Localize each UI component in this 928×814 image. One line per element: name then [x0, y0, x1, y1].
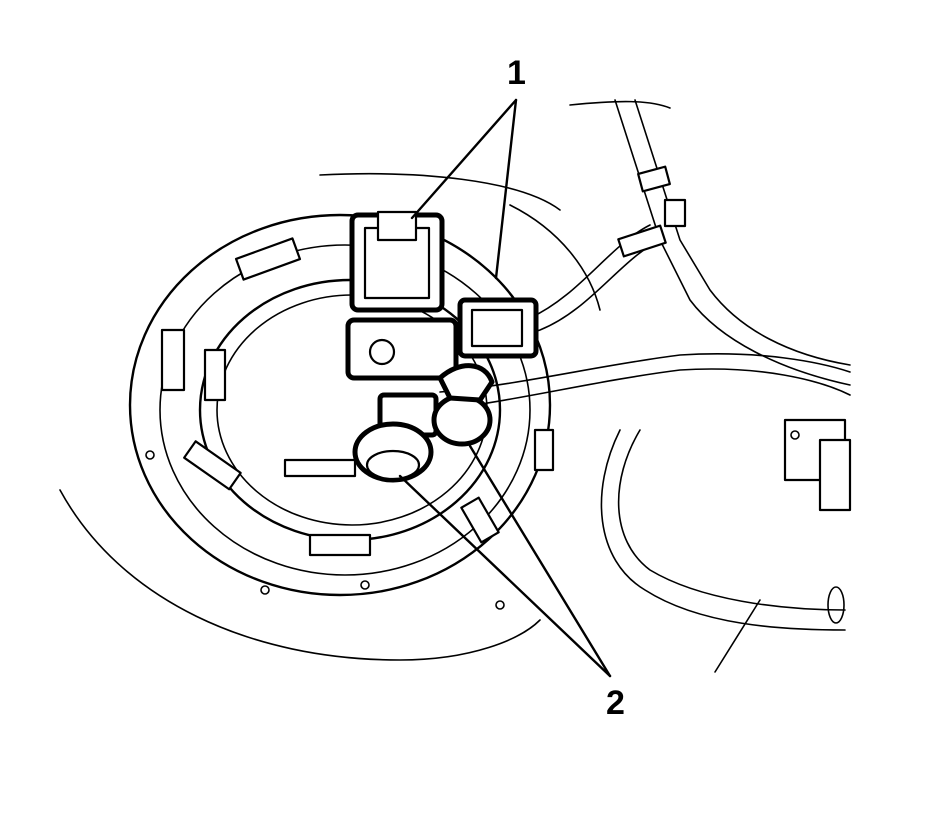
callout-label-1: 1: [507, 54, 526, 92]
leader-lines: [398, 98, 612, 678]
callout-label-2: 2: [606, 684, 625, 722]
fuel-tank-outline: [59, 100, 671, 661]
lock-ring: [128, 213, 805, 610]
pump-module-connectors: [345, 210, 539, 483]
